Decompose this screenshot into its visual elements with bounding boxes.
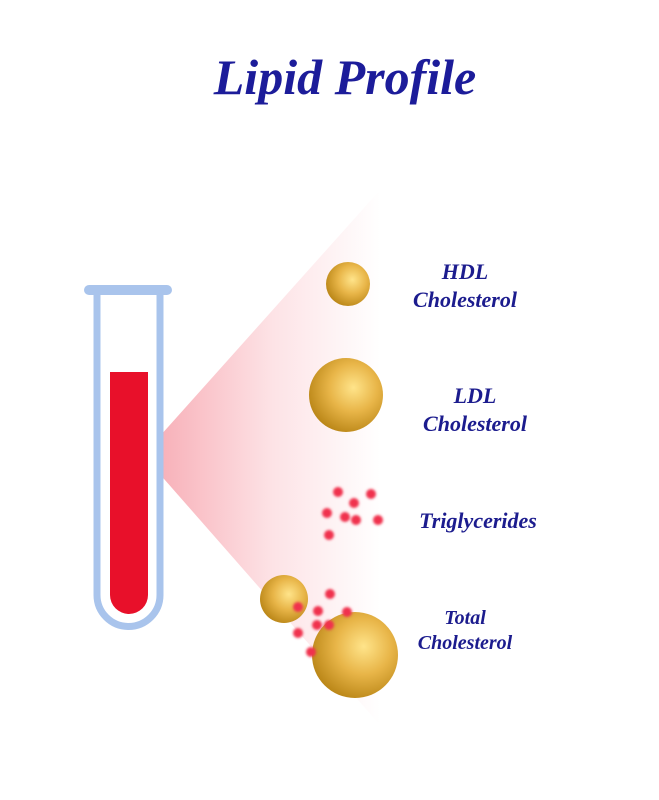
test-tube <box>84 285 172 630</box>
total-large-sphere <box>312 612 398 698</box>
ldl-sphere <box>309 358 383 432</box>
total-label-line1: Total <box>444 607 486 629</box>
hdl-sphere <box>326 262 370 306</box>
ldl-label-line2: Cholesterol <box>423 410 527 436</box>
magnification-cone <box>143 190 380 725</box>
hdl-label: HDL Cholesterol <box>395 258 535 313</box>
blood-sample <box>110 372 148 614</box>
page-title: Lipid Profile <box>213 49 477 105</box>
total-label-line2: Cholesterol <box>417 632 513 654</box>
triglyceride-dots <box>322 487 383 540</box>
hdl-label-line1: HDL <box>441 259 489 284</box>
total-label: Total Cholesterol <box>400 606 530 656</box>
ldl-label: LDL Cholesterol <box>405 382 545 437</box>
total-triglyceride-dots <box>293 589 352 657</box>
triglycerides-label: Triglycerides <box>419 508 537 533</box>
hdl-label-line2: Cholesterol <box>413 286 517 312</box>
ldl-label-line1: LDL <box>453 383 497 408</box>
total-small-sphere <box>260 575 308 623</box>
